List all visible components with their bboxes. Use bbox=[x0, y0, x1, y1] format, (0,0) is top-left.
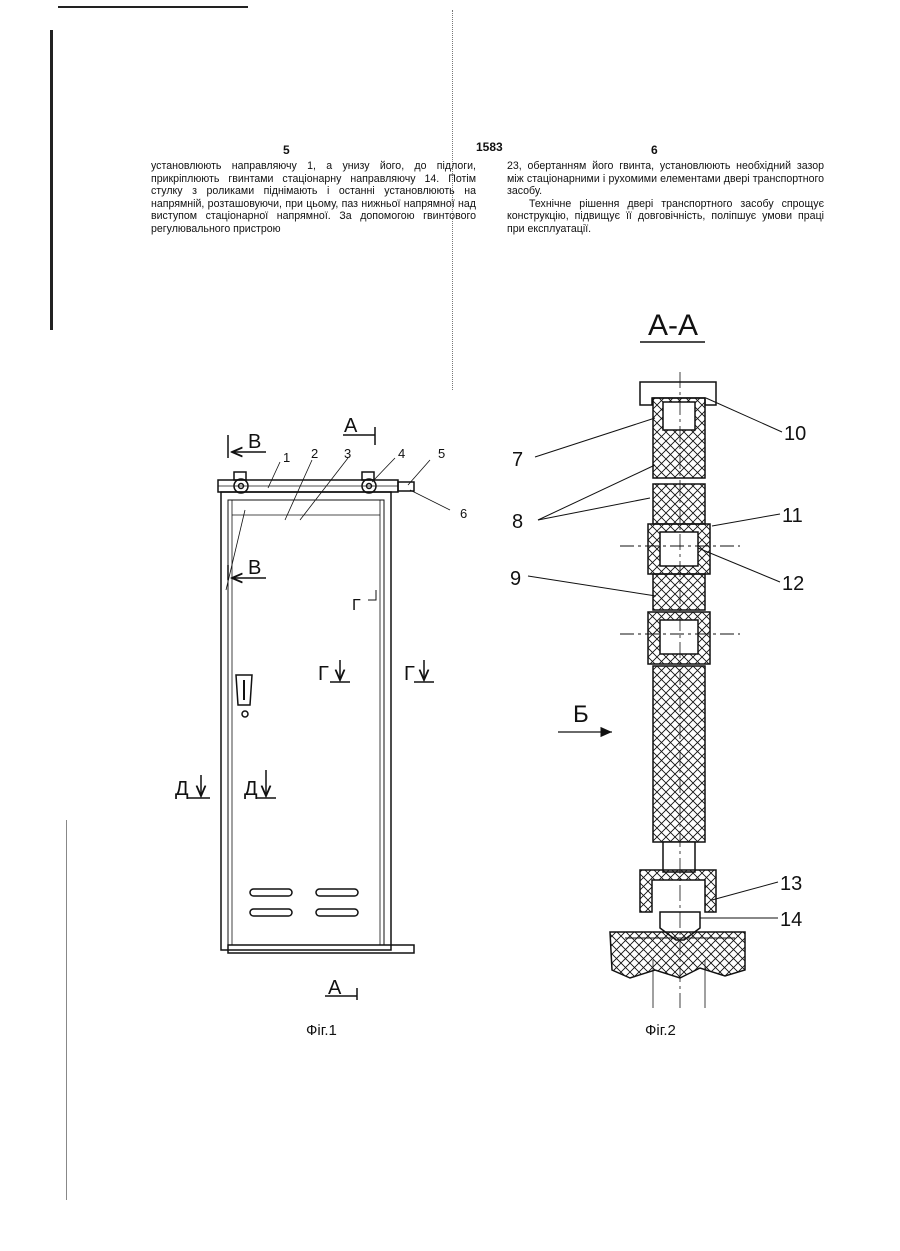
label-5: 5 bbox=[438, 446, 445, 461]
section-g-label-2: Г bbox=[404, 663, 415, 685]
label-10: 10 bbox=[784, 423, 806, 445]
section-g-corner-label: Г bbox=[352, 597, 361, 614]
label-11: 11 bbox=[782, 505, 803, 527]
patent-number: 1583 bbox=[476, 140, 503, 154]
label-9: 9 bbox=[510, 568, 521, 590]
section-v-bottom-label: В bbox=[248, 557, 261, 579]
bottom-seal-profile bbox=[640, 870, 716, 912]
page-number-right: 6 bbox=[651, 143, 658, 157]
lower-panel-section bbox=[653, 666, 705, 842]
label-7: 7 bbox=[512, 449, 523, 471]
scan-edge-top bbox=[58, 6, 248, 8]
floor-section bbox=[610, 932, 745, 978]
page-number-left: 5 bbox=[283, 143, 290, 157]
view-b-label: Б bbox=[573, 701, 589, 728]
rail-bracket bbox=[398, 482, 414, 491]
figure-1-caption: Фіг.1 bbox=[306, 1022, 337, 1039]
scan-edge-left-lower bbox=[66, 820, 67, 1200]
right-column: 23, обертанням його гвинта, установлюють… bbox=[507, 160, 824, 236]
label-3: 3 bbox=[344, 446, 351, 461]
label-12: 12 bbox=[782, 573, 804, 595]
section-a-top-label: А bbox=[344, 415, 358, 437]
section-a-bottom-label: А bbox=[328, 977, 342, 999]
figure-1-drawing: 1 2 3 4 5 6 А В В Г Г Г Д Д А bbox=[150, 400, 470, 1000]
figure-2-caption: Фіг.2 bbox=[645, 1022, 676, 1039]
section-title: А-А bbox=[648, 309, 698, 342]
label-8: 8 bbox=[512, 511, 523, 533]
section-v-top-label: В bbox=[248, 431, 261, 453]
figure-2-drawing: А-А bbox=[500, 280, 830, 1020]
right-paragraph-2: Технічне рішення двері транспортного зас… bbox=[507, 198, 824, 236]
section-g-label-1: Г bbox=[318, 663, 329, 685]
left-column: установлюють направляючу 1, а унизу його… bbox=[151, 160, 476, 236]
label-4: 4 bbox=[398, 446, 405, 461]
label-6: 6 bbox=[460, 506, 467, 521]
section-d-mid-label: Д bbox=[244, 778, 258, 800]
scan-edge-left bbox=[50, 30, 53, 330]
bottom-guide-rail bbox=[228, 945, 414, 953]
label-1: 1 bbox=[283, 450, 290, 465]
left-paragraph: установлюють направляючу 1, а унизу його… bbox=[151, 160, 476, 236]
door-panel bbox=[221, 492, 391, 950]
vent-slot bbox=[250, 889, 292, 896]
label-14: 14 bbox=[780, 909, 802, 931]
label-2: 2 bbox=[311, 446, 318, 461]
label-13: 13 bbox=[780, 873, 802, 895]
right-paragraph-1: 23, обертанням його гвинта, установлюють… bbox=[507, 160, 824, 198]
section-d-left-label: Д bbox=[175, 778, 189, 800]
